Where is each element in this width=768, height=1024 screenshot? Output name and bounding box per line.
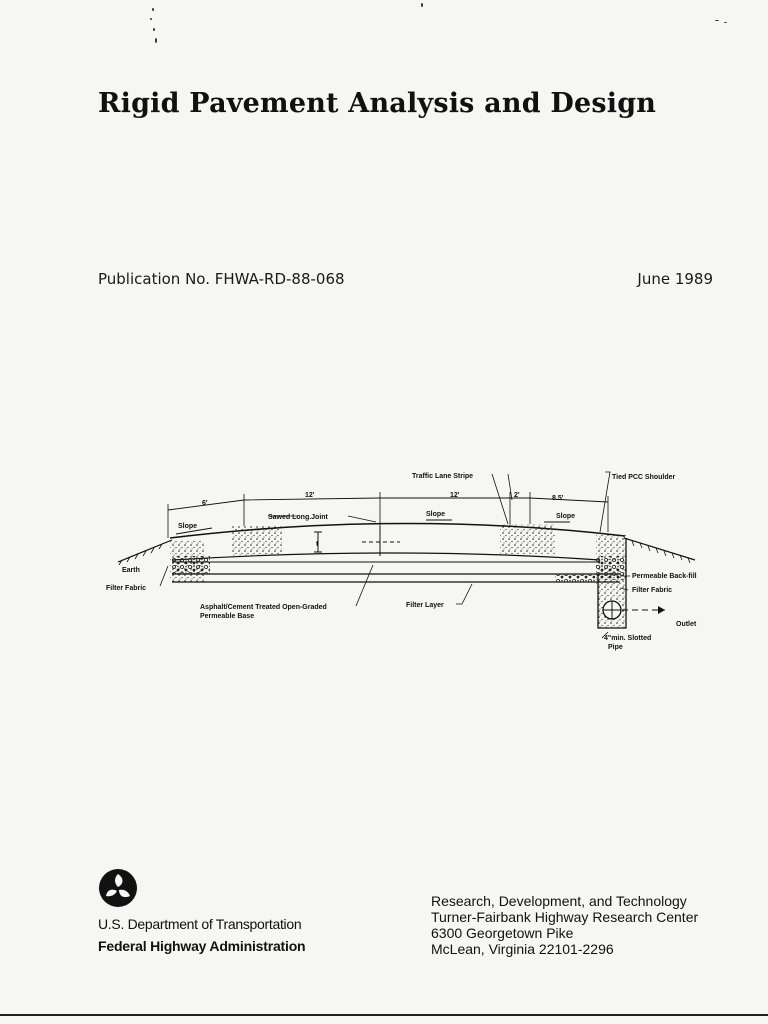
joint-stipple	[232, 526, 282, 556]
outlet-label: Outlet	[676, 621, 697, 628]
address-line: Research, Development, and Technology	[431, 893, 687, 909]
pipe-label-line1: 4"min. Slotted	[604, 635, 651, 642]
base-label-line1: Asphalt/Cement Treated Open-Graded	[200, 604, 327, 611]
scan-speck	[155, 38, 157, 43]
slab-bottom	[171, 552, 601, 561]
dimension-line	[167, 497, 609, 511]
scan-speck	[421, 3, 423, 7]
slope-label-3: Slope	[556, 513, 575, 520]
dim-12a: 12'	[305, 492, 315, 499]
scan-speck	[715, 20, 719, 21]
pavement-cross-section-diagram: 6' 12' 12' 2' 8.5' Traffic Lane Stripe T…	[106, 471, 697, 651]
slope-label-1: Slope	[178, 523, 197, 530]
earth-slope-right	[623, 537, 696, 564]
address-line: 6300 Georgetown Pike	[431, 925, 574, 941]
scan-speck	[724, 22, 727, 23]
filter-fabric-left-label: Filter Fabric	[106, 585, 146, 592]
scan-speck	[152, 8, 154, 11]
dim-6: 6'	[202, 500, 208, 507]
sawed-long-joint-label: Sawed Long.Joint	[268, 514, 329, 521]
dim-12b: 12'	[450, 492, 460, 499]
address-block: Research, Development, and Technology Tu…	[431, 893, 698, 957]
filter-layer-label: Filter Layer	[406, 602, 444, 609]
publication-number: Publication No. FHWA-RD-88-068	[98, 270, 345, 288]
tied-pcc-shoulder-label: Tied PCC Shoulder	[612, 474, 676, 481]
scan-speck	[150, 18, 152, 20]
traffic-lane-stripe-label: Traffic Lane Stripe	[412, 473, 473, 480]
pipe-label-line2: Pipe	[608, 644, 623, 651]
dim-8-5: 8.5'	[552, 495, 564, 502]
slope-label-2: Slope	[426, 511, 445, 518]
agency-department: U.S. Department of Transportation	[98, 916, 302, 932]
thickness-label: t	[316, 541, 319, 548]
publication-date: June 1989	[637, 270, 713, 288]
earth-label: Earth	[122, 567, 140, 574]
earth-slope-left	[117, 539, 173, 566]
dot-tri-star-icon	[99, 869, 137, 907]
right-gravel	[596, 556, 626, 580]
agency-administration: Federal Highway Administration	[98, 938, 306, 954]
base-label-line2: Permeable Base	[200, 613, 254, 620]
filter-fabric-right-label: Filter Fabric	[632, 587, 672, 594]
dim-2: 2'	[514, 492, 520, 499]
document-title: Rigid Pavement Analysis and Design	[98, 88, 657, 119]
scan-speck	[153, 28, 155, 31]
permeable-backfill-label: Permeable Back-fill	[632, 573, 697, 580]
base-hatch	[555, 574, 595, 582]
address-line: McLean, Virginia 22101-2296	[431, 941, 614, 957]
address-line: Turner-Fairbank Highway Research Center	[431, 909, 699, 925]
lane-stripe-stipple	[500, 524, 556, 554]
page-bottom-border	[0, 1014, 768, 1016]
left-gravel	[172, 556, 210, 574]
